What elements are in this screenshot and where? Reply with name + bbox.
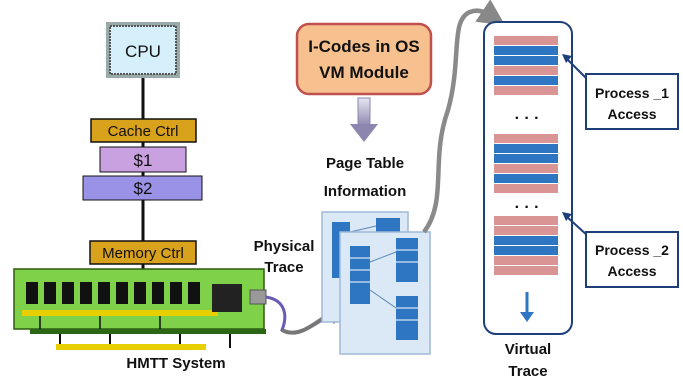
- cache-l2-box: $2: [82, 175, 203, 201]
- memory-board: [13, 268, 267, 330]
- cache-l2-label: $2: [134, 179, 153, 198]
- board-edge: [30, 329, 266, 350]
- icodes-label-1: I-Codes in OS: [308, 37, 419, 56]
- process-2-label-2: Access: [607, 263, 656, 279]
- memory-ctrl-label: Memory Ctrl: [102, 245, 184, 262]
- hmtt-system-label: HMTT System: [126, 355, 225, 372]
- icodes-label-2: VM Module: [319, 63, 409, 82]
- memory-chips: [26, 282, 200, 304]
- virtual-trace-arrow: [422, 0, 506, 234]
- fpga-chip: [212, 284, 242, 312]
- cache-l1-label: $1: [134, 151, 153, 170]
- cache-ctrl-box: Cache Ctrl: [90, 118, 197, 143]
- process-2-label-1: Process _2: [595, 242, 669, 258]
- memory-ctrl-box: Memory Ctrl: [89, 240, 197, 265]
- process-1-label-2: Access: [607, 106, 656, 122]
- process-1-label-1: Process _1: [595, 85, 669, 101]
- virtual-trace-label-2: Trace: [508, 363, 547, 380]
- cache-l1-box: $1: [99, 146, 187, 173]
- panel-down-arrow-icon: [520, 292, 534, 322]
- ellipsis-2: · · ·: [515, 199, 540, 216]
- ellipsis-1: · · ·: [515, 110, 540, 127]
- icodes-box: I-Codes in OS VM Module: [295, 22, 433, 96]
- page-table-label-1: Page Table: [326, 155, 404, 172]
- process-1-access: Process _1 Access: [562, 54, 679, 130]
- physical-trace-label-1: Physical: [254, 238, 315, 255]
- cpu-box: CPU: [106, 22, 180, 78]
- physical-trace-label-2: Trace: [264, 259, 303, 276]
- trace-group-1: [494, 36, 558, 95]
- page-table-label-2: Information: [324, 183, 407, 200]
- virtual-trace-panel: · · · · · ·: [483, 21, 573, 335]
- trace-group-2: [494, 134, 558, 193]
- trace-group-3: [494, 216, 558, 275]
- cache-ctrl-label: Cache Ctrl: [108, 123, 179, 140]
- down-arrow-icon: [350, 97, 378, 142]
- process-2-access: Process _2 Access: [562, 212, 679, 288]
- cpu-label: CPU: [125, 42, 161, 61]
- page-table-cards: [321, 211, 431, 355]
- virtual-trace-label-1: Virtual: [505, 341, 551, 358]
